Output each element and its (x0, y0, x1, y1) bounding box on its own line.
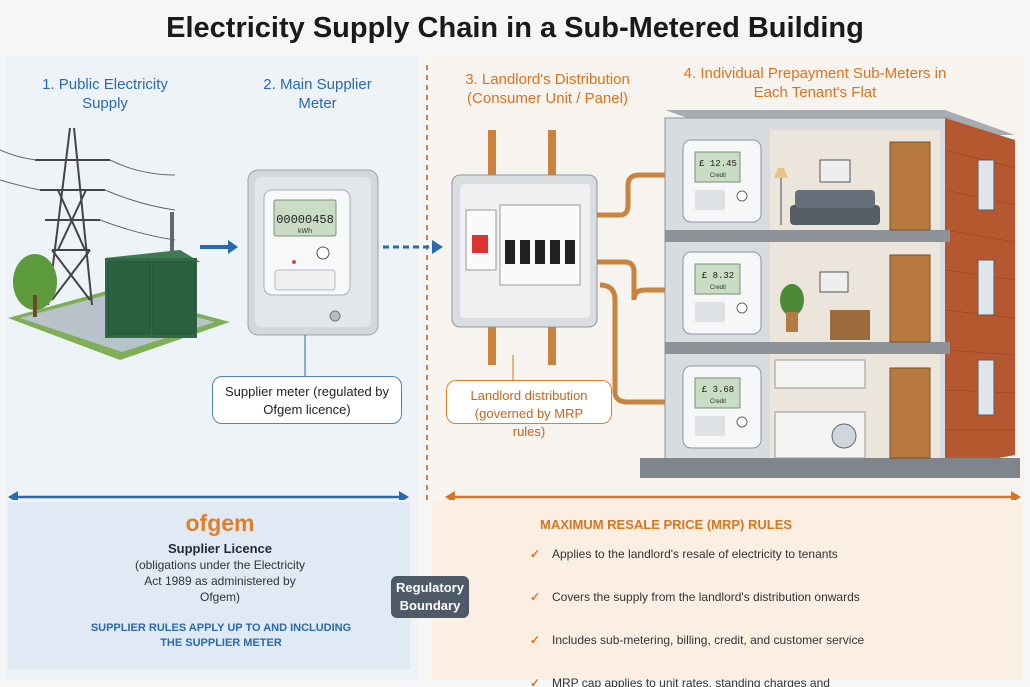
meter-reading: 00000458 (276, 213, 334, 227)
mrp-item: ✓ Covers the supply from the landlord's d… (530, 589, 910, 605)
stage-4-label: 4. Individual Prepayment Sub-Meters in E… (683, 65, 947, 101)
submeter-1-amount: £ 12.45 (699, 159, 737, 169)
supplier-meter-note: Supplier meter (regulated by Ofgem licen… (212, 376, 402, 424)
mrp-item: ✓ Applies to the landlord's resale of ele… (530, 546, 910, 562)
washing-machine-icon (831, 423, 857, 449)
door-icon (889, 367, 931, 459)
stage-3-label: 3. Landlord's Distribution (Consumer Uni… (465, 71, 630, 107)
plant-icon (780, 284, 804, 316)
mrp-heading: MAXIMUM RESALE PRICE (MRP) RULES (540, 517, 793, 532)
pylon-scene (0, 127, 230, 360)
submeter-3: £ 3.68 Credit (682, 365, 762, 449)
licence-body: (obligations under the Electricity Act 1… (134, 558, 306, 604)
substation-icon (105, 250, 200, 338)
submeter-2-amount: £ 8.32 (702, 271, 734, 281)
tree-icon (13, 254, 57, 310)
picture-icon (819, 159, 851, 183)
licence-heading: Supplier Licence (167, 541, 273, 556)
cabinet-icon (830, 310, 870, 340)
submeter-1-label: Credit (710, 173, 726, 179)
submeter-2: £ 8.32 Credit (682, 251, 762, 335)
submeter-1: £ 12.45 Credit (682, 139, 762, 223)
distribution-cables (597, 172, 690, 405)
check-icon: ✓ (530, 676, 541, 687)
stage-2-label: 2. Main Supplier Meter (263, 76, 372, 112)
mrp-panel (432, 502, 1022, 680)
consumer-unit-icon (451, 130, 598, 365)
supply-chain-illustration: 00000458 kWh (0, 65, 1021, 500)
lamp-icon (774, 168, 788, 178)
mrp-item: ✓ MRP cap applies to unit rates, standing… (530, 675, 860, 687)
supplier-rule-text: SUPPLIER RULES APPLY UP TO AND INCLUDING… (90, 622, 352, 649)
mrp-item: ✓ Includes sub-metering, billing, credit,… (530, 632, 910, 648)
check-icon: ✓ (530, 590, 541, 604)
supplier-meter-icon: 00000458 kWh (247, 169, 379, 336)
stage-1-label: 1. Public Electricity Supply (42, 76, 168, 112)
meter-unit: kWh (298, 228, 312, 235)
submeter-2-label: Credit (710, 285, 726, 291)
mrp-item-text: Covers the supply from the landlord's di… (552, 590, 860, 604)
submeter-3-label: Credit (710, 399, 726, 405)
supplier-licence-panel (8, 502, 410, 670)
ofgem-logo: ofgem (185, 510, 255, 536)
regulatory-boundary-badge: Regulatory Boundary (391, 576, 469, 618)
check-icon: ✓ (530, 633, 541, 647)
sofa-icon (790, 205, 880, 225)
landlord-distribution-note: Landlord distribution (governed by MRP r… (446, 380, 612, 439)
main-switch (472, 235, 488, 253)
power-lines (0, 149, 176, 241)
mrp-item-text: MRP cap applies to unit rates, standing … (552, 676, 830, 687)
mrp-item-text: Includes sub-metering, billing, credit, … (552, 633, 865, 647)
page-title: Electricity Supply Chain in a Sub-Metere… (166, 12, 864, 44)
mrp-item-text: Applies to the landlord's resale of elec… (552, 547, 838, 561)
kitchen-cabinets (774, 359, 866, 389)
check-icon: ✓ (530, 547, 541, 561)
submeter-3-amount: £ 3.68 (702, 385, 734, 395)
door-icon (889, 141, 931, 231)
door-icon (889, 254, 931, 343)
